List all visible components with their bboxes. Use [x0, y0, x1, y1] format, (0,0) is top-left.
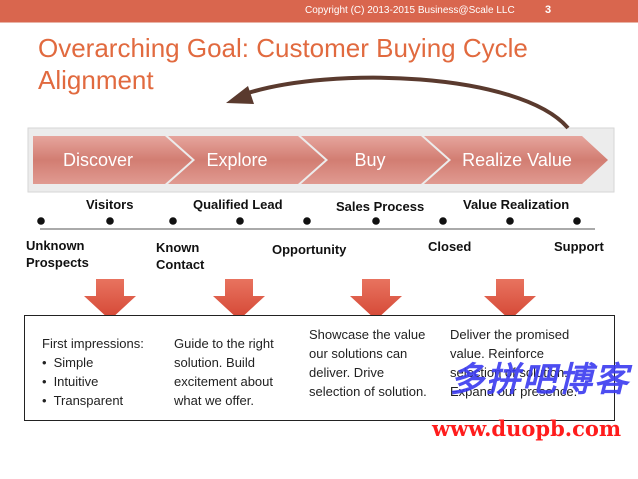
step-column-first-impressions: First impressions: Simple Intuitive Tran… — [42, 334, 177, 410]
bullet-item: Transparent — [42, 391, 177, 410]
timeline-dot — [169, 217, 177, 225]
step-column-deliver: Deliver the promised value. Reinforce se… — [450, 327, 578, 399]
stage-label-buy: Buy — [354, 150, 385, 170]
slide-title: Overarching Goal: Customer Buying Cycle … — [38, 33, 528, 95]
bullet-item: Intuitive — [42, 372, 177, 391]
timeline-label-visitors: Visitors — [86, 197, 134, 212]
stage-chevron-buy — [301, 136, 448, 184]
down-arrow-icon — [484, 279, 536, 320]
step-column-guide: Guide to the right solution. Build excit… — [174, 336, 274, 408]
watermark-url: www.duopb.com — [432, 416, 622, 441]
down-arrow-icon — [84, 279, 136, 320]
watermark-chinese: 多拼吧博客 — [450, 360, 630, 400]
slide-number: 3 — [545, 4, 552, 16]
timeline-dot — [439, 217, 447, 225]
timeline-label-closed: Closed — [428, 239, 472, 254]
timeline-label-support: Support — [554, 239, 604, 254]
timeline-dot — [372, 217, 380, 225]
stage-chevron-realize-value — [424, 136, 608, 184]
step-details-box: First impressions: Simple Intuitive Tran… — [24, 315, 615, 421]
stage-label-explore: Explore — [206, 150, 267, 170]
timeline-label-known-contact: Known Contact — [156, 240, 205, 272]
curved-arrow-head-icon — [226, 86, 254, 104]
step-column-showcase: Showcase the value our solutions can del… — [309, 327, 427, 399]
curved-return-arrow — [244, 75, 570, 130]
timeline-dot — [106, 217, 114, 225]
timeline-dot — [573, 217, 581, 225]
timeline-dot — [236, 217, 244, 225]
header-bar: Copyright (C) 2013-2015 Business@Scale L… — [0, 0, 638, 22]
timeline-label-qualified-lead: Qualified Lead — [193, 197, 283, 212]
stage-label-realize-value: Realize Value — [462, 150, 572, 170]
bullet-item: Simple — [42, 353, 177, 372]
step-heading: First impressions: — [42, 336, 144, 351]
header-divider — [0, 22, 638, 23]
copyright-text: Copyright (C) 2013-2015 Business@Scale L… — [305, 5, 515, 16]
stage-chevron-discover — [33, 136, 192, 184]
stage-label-discover: Discover — [63, 150, 133, 170]
step-bullet-list: Simple Intuitive Transparent — [42, 353, 177, 410]
timeline-dot — [303, 217, 311, 225]
timeline-label-opportunity: Opportunity — [272, 242, 347, 257]
stage-chevron-explore — [168, 136, 325, 184]
down-arrow-icon — [350, 279, 402, 320]
timeline-dot — [37, 217, 45, 225]
timeline-label-unknown-prospects: Unknown Prospects — [26, 238, 89, 270]
timeline-dot — [506, 217, 514, 225]
timeline-label-value-realization: Value Realization — [463, 197, 570, 212]
down-arrow-icon — [213, 279, 265, 320]
timeline-label-sales-process: Sales Process — [336, 199, 425, 214]
